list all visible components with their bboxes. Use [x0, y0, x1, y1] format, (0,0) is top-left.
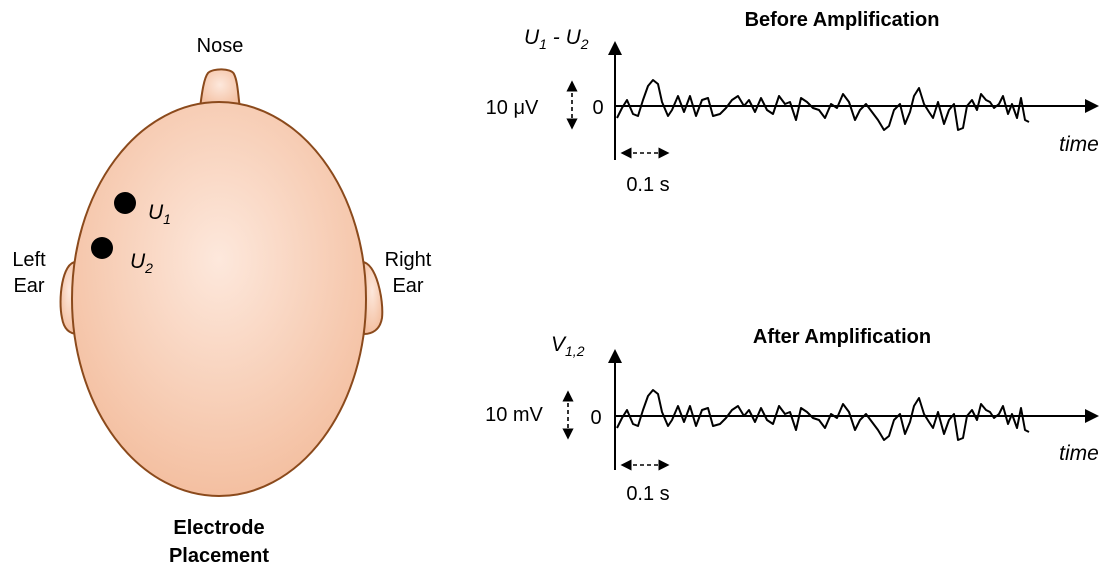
- left-ear-label-line2: Ear: [13, 275, 44, 297]
- plot-before-ylabel: U1 - U2: [524, 26, 589, 52]
- plot-after-title: After Amplification: [753, 326, 931, 348]
- caption-line2: Placement: [169, 545, 269, 567]
- right-ear-label-line1: Right: [385, 249, 432, 271]
- head-diagram: U1 U2 Nose Left Ear Right Ear Electrode …: [12, 35, 431, 567]
- nose-label: Nose: [197, 35, 244, 57]
- electrode-u2-subscript: 2: [144, 260, 153, 276]
- plot-before: Before Amplification U1 - U2 0 10 μV tim…: [486, 9, 1099, 196]
- plot-after-zero-label: 0: [590, 407, 601, 429]
- plot-after-ylabel: V1,2: [551, 333, 585, 359]
- electrode-u2: [91, 237, 113, 259]
- plot-before-title: Before Amplification: [745, 9, 940, 31]
- plot-after-xlabel: time: [1059, 442, 1099, 465]
- caption-line1: Electrode: [173, 517, 264, 539]
- plot-after: After Amplification V1,2 0 10 mV time 0.…: [485, 326, 1099, 505]
- plot-before-signal: [616, 79, 1030, 131]
- electrode-u1-label: U1: [148, 201, 171, 227]
- right-ear-label-line2: Ear: [392, 275, 423, 297]
- plot-before-zero-label: 0: [592, 97, 603, 119]
- plot-before-time-scale-label: 0.1 s: [626, 174, 669, 196]
- plot-after-time-scale-label: 0.1 s: [626, 483, 669, 505]
- plot-before-scale-label: 10 μV: [486, 97, 539, 119]
- plot-after-scale-label: 10 mV: [485, 404, 543, 426]
- right-ear-shape: [360, 260, 384, 336]
- plot-after-signal: [616, 389, 1030, 441]
- plot-before-xlabel: time: [1059, 133, 1099, 156]
- electrode-u2-label: U2: [130, 250, 153, 276]
- left-ear-label-line1: Left: [12, 249, 46, 271]
- electrode-u1-subscript: 1: [163, 211, 171, 227]
- head-shape: [71, 101, 367, 497]
- nose-shape: [198, 68, 242, 109]
- electrode-u1: [114, 192, 136, 214]
